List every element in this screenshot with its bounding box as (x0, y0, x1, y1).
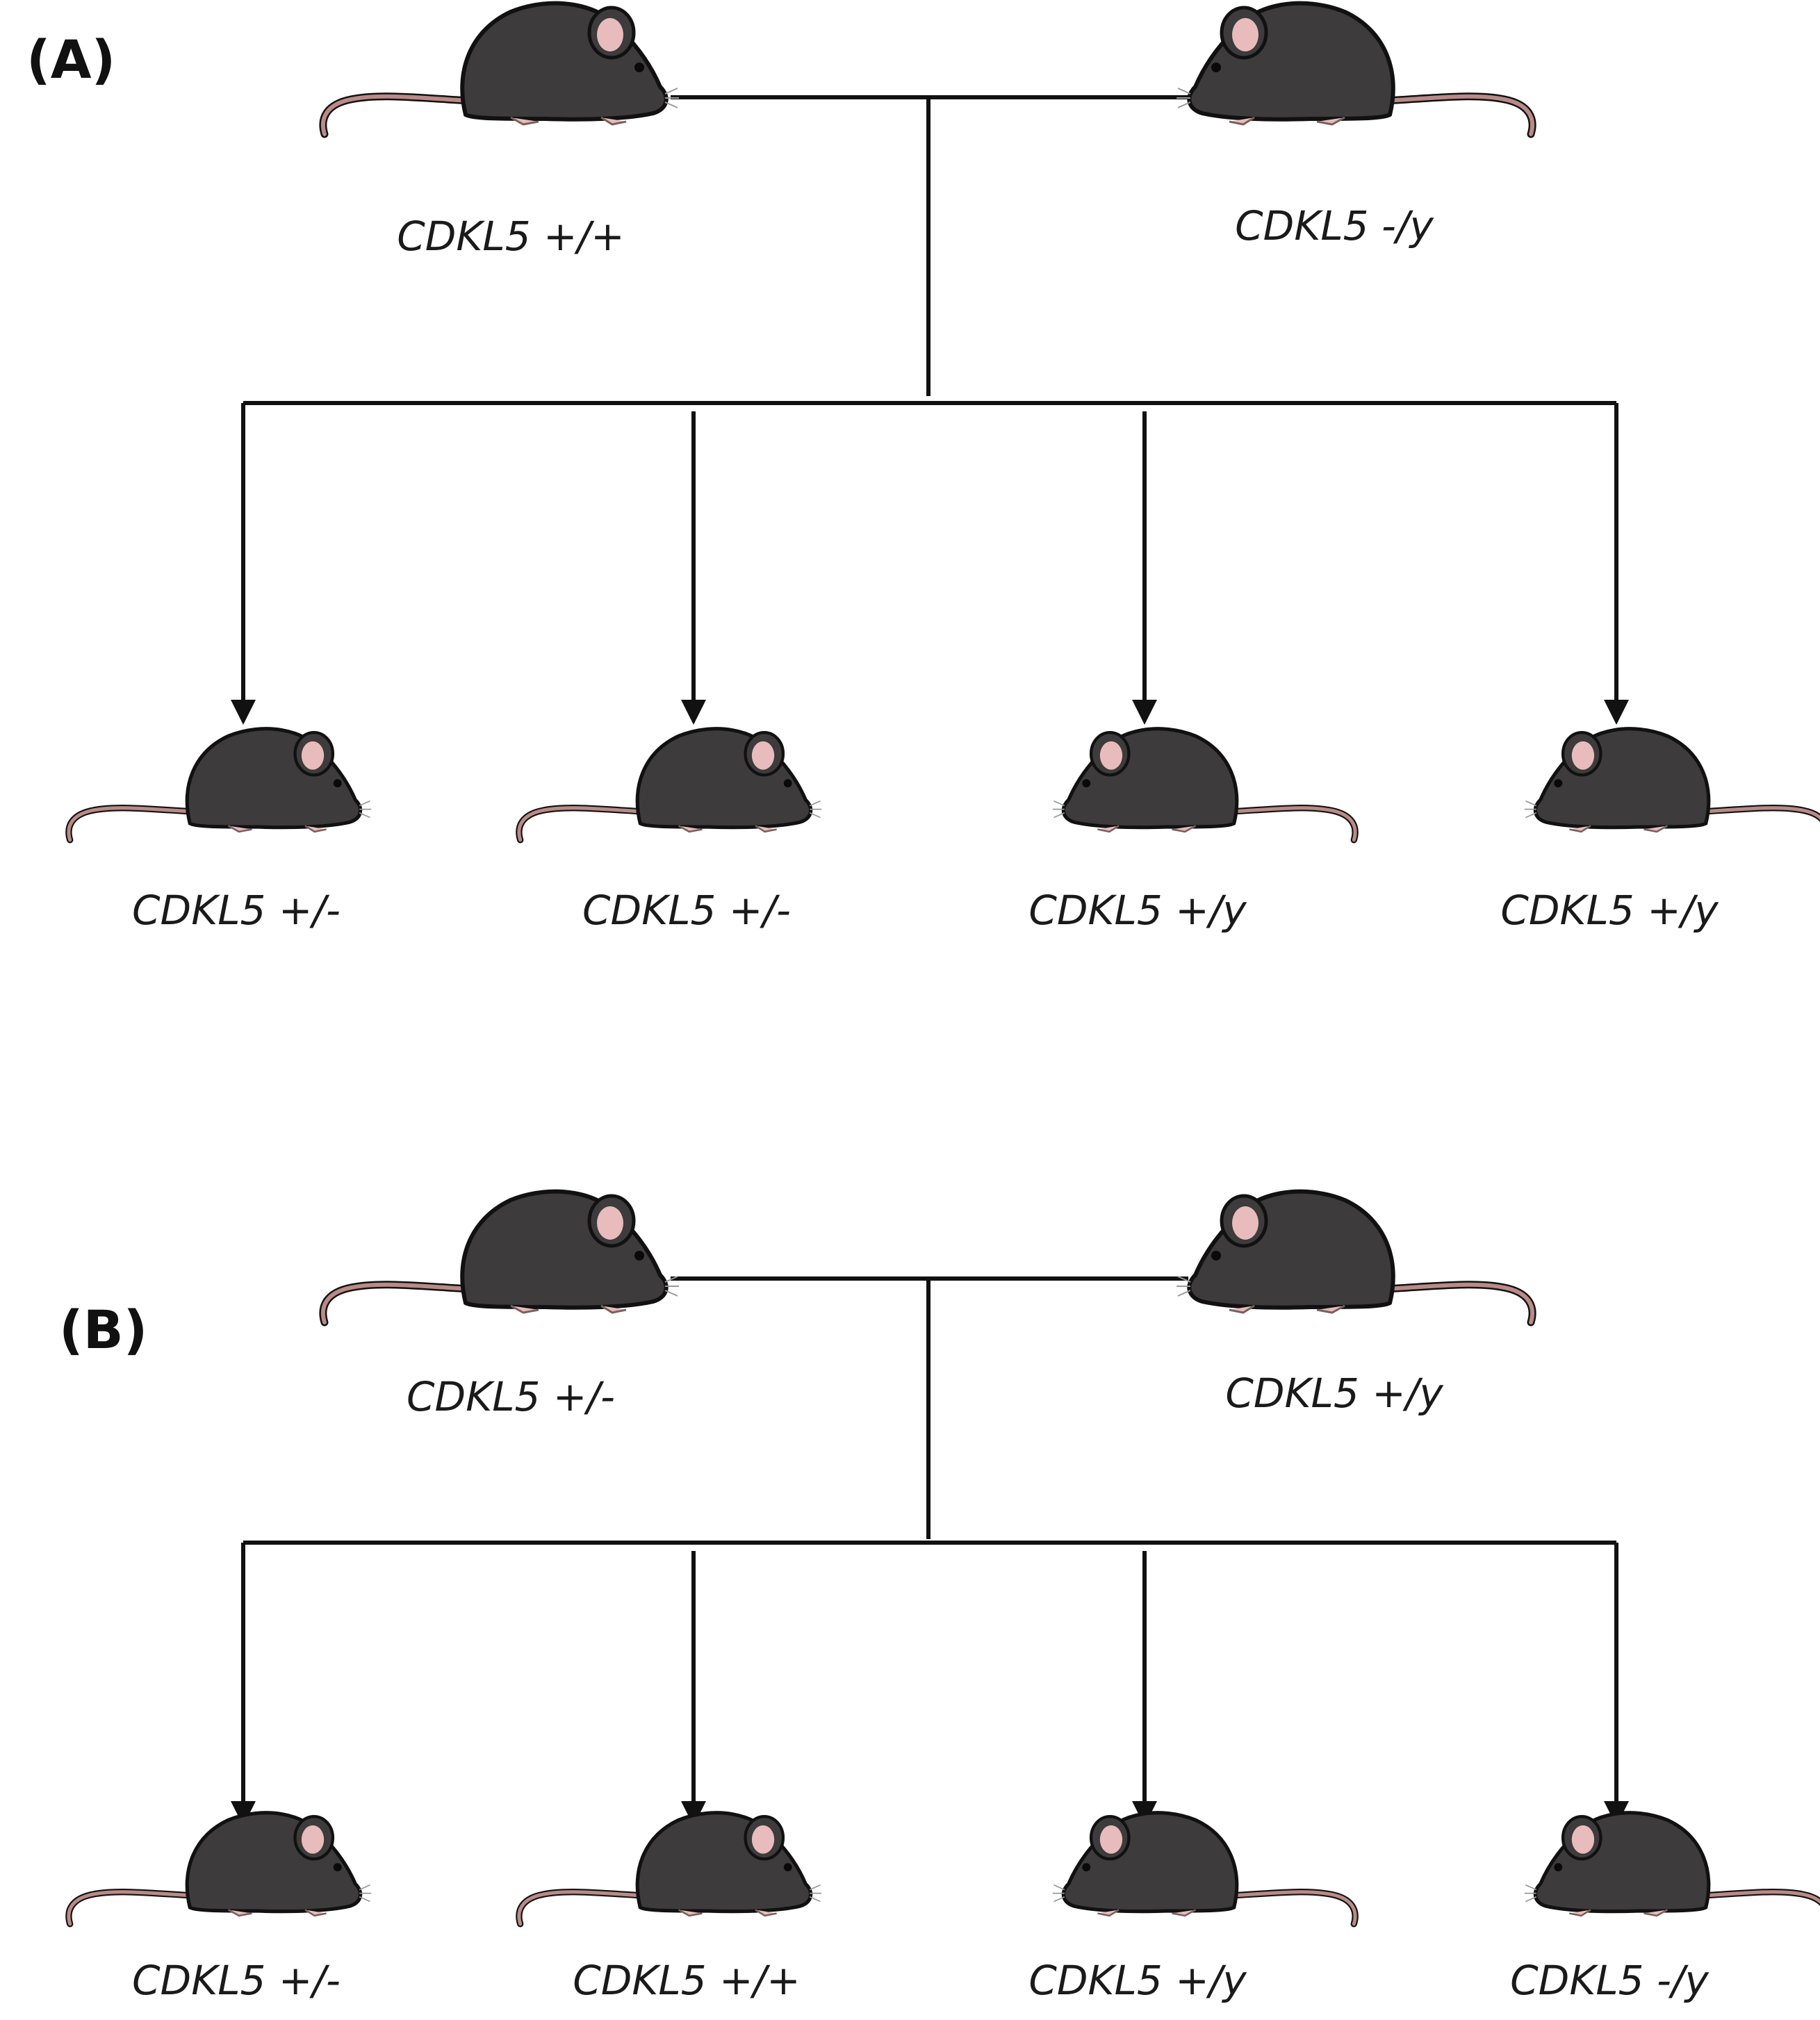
offspring-genotype-label: CDKL5 +/+ (573, 1957, 801, 2004)
parent-genotype-label: CDKL5 +/y (1225, 1370, 1443, 1417)
offspring-mouse-icon (69, 1813, 371, 1924)
parent-mouse-icon (1177, 3, 1532, 134)
offspring-mouse-icon (1053, 1813, 1355, 1924)
parent-genotype-label: CDKL5 +/+ (397, 213, 625, 260)
parent-mouse-icon (1177, 1192, 1532, 1322)
parent-mouse-icon (323, 3, 679, 134)
parent-genotype-label: CDKL5 -/y (1235, 202, 1434, 249)
panel-label: (B) (59, 1299, 147, 1361)
offspring-mouse-icon (519, 729, 821, 840)
offspring-mouse-icon (69, 729, 371, 840)
offspring-genotype-label: CDKL5 +/- (132, 887, 341, 934)
offspring-genotype-label: CDKL5 +/y (1500, 887, 1719, 934)
offspring-genotype-label: CDKL5 +/y (1028, 1957, 1247, 2004)
offspring-mouse-icon (519, 1813, 821, 1924)
offspring-mouse-icon (1053, 729, 1355, 840)
offspring-mouse-icon (1525, 1813, 1820, 1924)
offspring-genotype-label: CDKL5 +/- (582, 887, 791, 934)
parent-genotype-label: CDKL5 +/- (407, 1373, 615, 1420)
offspring-mouse-icon (1525, 729, 1820, 840)
panel-label: (A) (26, 28, 115, 90)
offspring-genotype-label: CDKL5 +/y (1028, 887, 1247, 934)
offspring-genotype-label: CDKL5 +/- (132, 1957, 341, 2004)
parent-mouse-icon (323, 1192, 679, 1322)
offspring-genotype-label: CDKL5 -/y (1510, 1957, 1709, 2004)
